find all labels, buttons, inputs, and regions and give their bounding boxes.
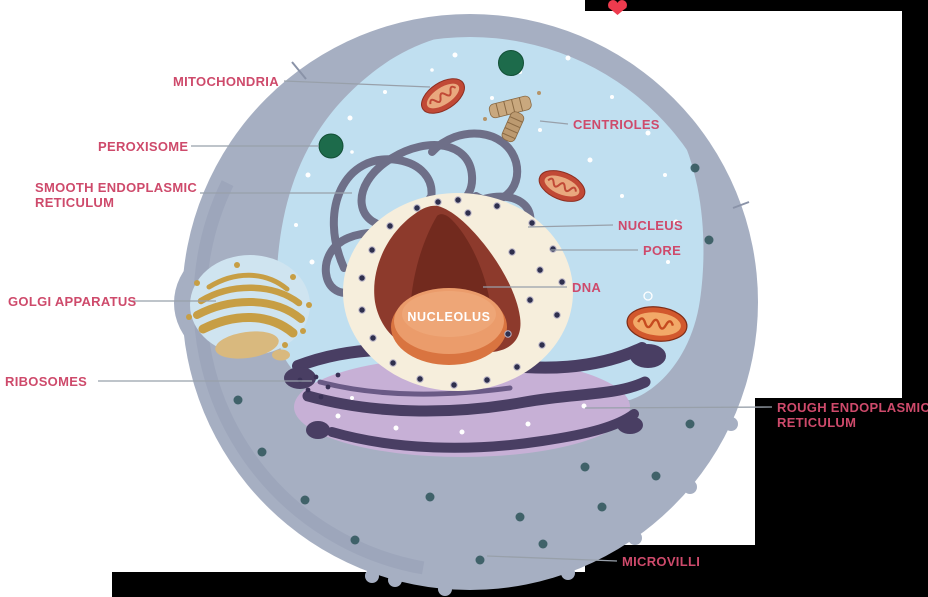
label-golgi-apparatus: GOLGI APPARATUS [8,294,137,309]
centrioles-shape [483,91,541,143]
label-dna: DNA [572,280,602,295]
label-nucleolus: NUCLEOLUS [407,310,491,324]
label-nucleus: NUCLEUS [618,218,683,233]
label-rough-endoplasmic-reticulum: ROUGH ENDOPLASMIC RETICULUM [777,400,928,430]
mitochondria-shape-2 [538,170,586,202]
centrioles-pointer-line [539,120,569,125]
mitochondria-shape-3 [626,306,688,342]
cytosol-granules [233,163,714,565]
mitochondria-shape-1 [421,78,465,114]
rough-er-pointer-line [584,406,773,409]
label-pore: PORE [643,243,682,258]
rough-er-specks [335,396,587,435]
golgi-apparatus-shape [186,262,312,361]
red-logo-mark-icon [608,0,627,15]
label-smooth-endoplasmic-reticulum: SMOOTH ENDOPLASMIC RETICULUM [35,180,198,210]
peroxisome-shape [318,50,524,159]
label-peroxisome: PEROXISOME [98,139,189,154]
label-mitochondria: MITOCHONDRIA [173,74,279,89]
membrane-ticks [291,61,750,209]
nucleolus-shape [391,288,507,365]
label-microvilli: MICROVILLI [622,554,701,569]
rough-er-shape [284,342,666,457]
label-centrioles: CENTRIOLES [573,117,660,132]
letterbox-top-strip [585,0,928,11]
label-connector-lines [98,80,773,562]
mitochondria-pointer-line [283,80,431,88]
letterbox-bottom-right-block [755,398,928,597]
microvilli-pointer-line [486,555,618,562]
membrane-bumps [365,417,738,596]
nucleus-shape [343,193,573,391]
nucleus-pointer-line [527,224,614,228]
label-ribosomes: RIBOSOMES [5,374,88,389]
nuclear-pores [358,196,566,389]
